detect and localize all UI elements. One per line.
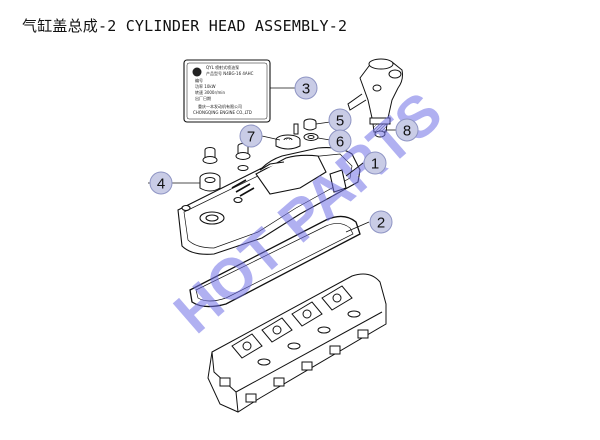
svg-text:3: 3 bbox=[302, 81, 310, 98]
breather-elbow bbox=[347, 58, 403, 138]
head-ports bbox=[219, 329, 369, 403]
cylinder-head bbox=[207, 273, 387, 413]
nameplate: QYL 喷射式喷油泵 产品型号 N4BG-16 4AHC 编号 功率 10kW … bbox=[183, 59, 295, 123]
nameplate-line-7: CHONGQING ENGINE CO.,LTD bbox=[193, 110, 252, 115]
callout-2: 2 bbox=[369, 210, 393, 234]
nameplate-line-4: 转速 3000r/min bbox=[195, 89, 225, 95]
nameplate-line-1: 产品型号 N4BG-16 4AHC bbox=[206, 70, 254, 76]
valve-cover bbox=[177, 147, 361, 255]
valve-cover-gasket bbox=[189, 215, 361, 308]
svg-text:7: 7 bbox=[247, 129, 255, 146]
svg-text:4: 4 bbox=[157, 176, 165, 193]
nameplate-line-0: QYL 喷射式喷油泵 bbox=[206, 64, 239, 70]
nameplate-line-3: 功率 10kW bbox=[195, 83, 216, 89]
cap-nut-5 bbox=[303, 118, 317, 131]
washer-6 bbox=[303, 133, 319, 141]
svg-text:5: 5 bbox=[336, 113, 344, 130]
grommet-left bbox=[202, 143, 251, 171]
nameplate-line-2: 编号 bbox=[195, 77, 203, 83]
nameplate-line-6: 重庆一本发动机有限公司 bbox=[198, 103, 242, 109]
bolt-7 bbox=[275, 123, 301, 150]
page-title: 气缸盖总成-2 CYLINDER HEAD ASSEMBLY-2 bbox=[22, 17, 348, 35]
svg-text:6: 6 bbox=[336, 134, 344, 151]
cam-towers bbox=[231, 285, 361, 366]
callout-6: 6 bbox=[328, 129, 352, 153]
nameplate-line-5: 出厂日期 bbox=[195, 95, 211, 101]
svg-text:8: 8 bbox=[403, 123, 411, 140]
svg-text:2: 2 bbox=[377, 215, 385, 232]
nameplate-logo bbox=[192, 67, 202, 77]
callout-4: 4 bbox=[149, 171, 173, 195]
callout-1: 1 bbox=[363, 151, 387, 175]
oil-filler-cap-4 bbox=[199, 172, 221, 192]
callout-5: 5 bbox=[328, 108, 352, 132]
callout-7: 7 bbox=[239, 124, 263, 148]
svg-text:1: 1 bbox=[371, 156, 379, 173]
callout-3: 3 bbox=[294, 76, 318, 100]
callout-8: 8 bbox=[395, 118, 419, 142]
